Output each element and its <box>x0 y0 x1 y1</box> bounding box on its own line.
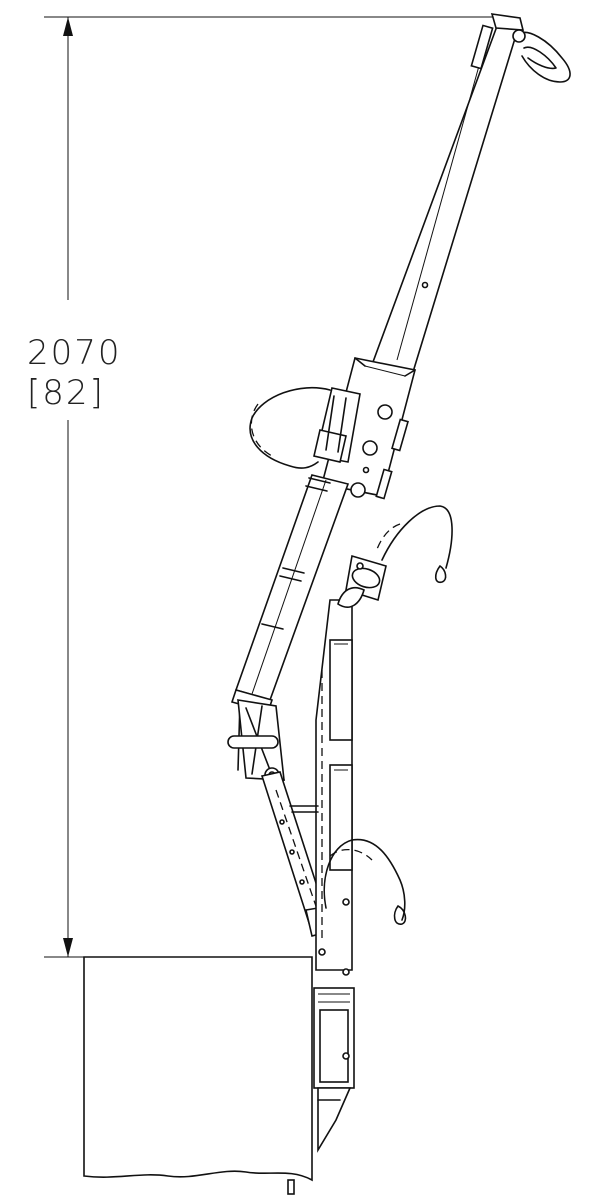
dimension-line <box>44 16 500 958</box>
pin-lanyard-middle <box>375 505 453 584</box>
boom-sleeve <box>313 357 416 500</box>
vertical-post <box>289 599 353 976</box>
upper-boom <box>371 13 525 373</box>
locking-knob <box>337 554 387 608</box>
pin-lanyard-lower <box>323 838 407 925</box>
main-arm <box>230 474 350 781</box>
base-mount <box>83 956 313 1182</box>
dimension-value-in: [82] <box>27 373 105 413</box>
pivot-bracket <box>227 699 285 783</box>
dimension-value-mm: 2070 <box>27 333 122 373</box>
post-receiver <box>287 987 355 1195</box>
pin-lanyard-upper <box>249 386 331 469</box>
anchor-ring <box>512 29 571 83</box>
